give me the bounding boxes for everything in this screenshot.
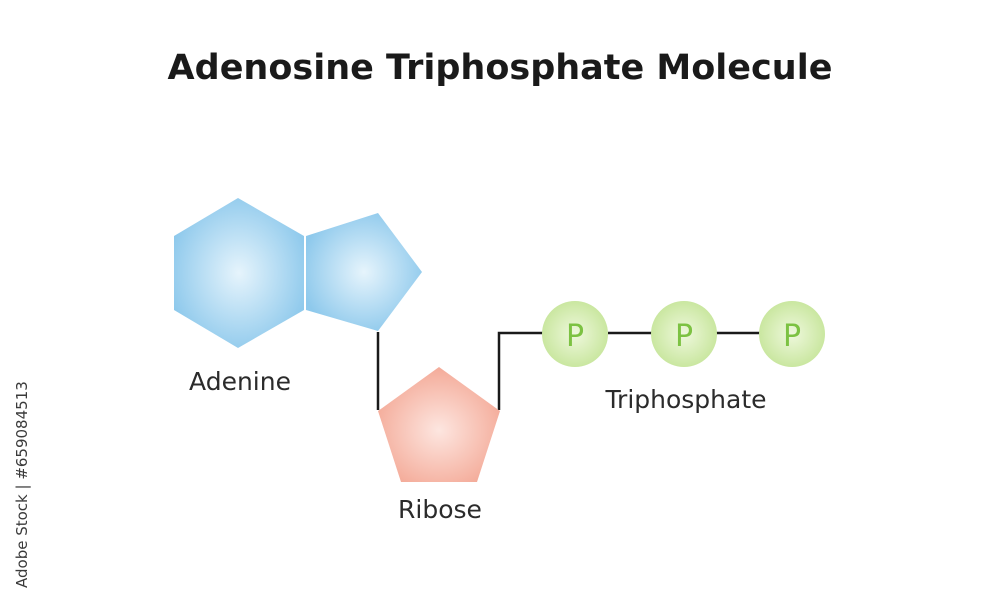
adenine-label: Adenine <box>189 367 291 396</box>
ribose-label: Ribose <box>398 495 482 524</box>
phosphate-group-1: P <box>542 301 608 367</box>
phosphate-label: P <box>675 319 693 354</box>
phosphate-group-3: P <box>759 301 825 367</box>
adenine-hexagon-shape <box>174 198 304 348</box>
triphosphate-label: Triphosphate <box>604 385 766 414</box>
phosphate-label: P <box>783 319 801 354</box>
ribose-pentagon-shape <box>378 367 500 482</box>
stock-watermark-text: Adobe Stock | #659084513 <box>13 381 31 588</box>
adenine-pentagon-shape <box>306 213 422 331</box>
phosphate-group-2: P <box>651 301 717 367</box>
bond-ribose-phosphate <box>497 331 545 410</box>
page-title: Adenosine Triphosphate Molecule <box>167 48 833 88</box>
phosphate-label: P <box>566 319 584 354</box>
